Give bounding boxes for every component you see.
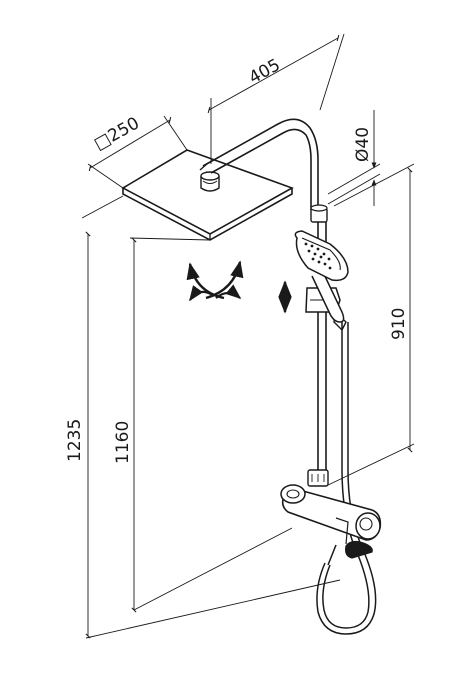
dimension-arm-length: 405 [207, 33, 345, 164]
hand-shower [294, 230, 349, 323]
dim-total-height-label: 1235 [65, 419, 85, 462]
dim-head-size-label: □250 [91, 113, 143, 154]
dim-lower-height-label: 1160 [113, 421, 133, 464]
dimension-pipe-diameter: Ø40 [327, 110, 381, 206]
dim-pipe-diameter-label: Ø40 [353, 127, 373, 162]
dimension-rail-height: 910 [325, 163, 415, 487]
spray-nozzles [304, 242, 332, 270]
dimension-total-height: 1235 [65, 195, 341, 639]
dim-arm-length-label: 405 [246, 55, 284, 88]
shower-arm [199, 118, 319, 210]
dimension-lower-height: 1160 [113, 237, 293, 613]
dim-rail-height-label: 910 [389, 308, 409, 340]
mixer-body [280, 469, 382, 559]
rotate-arrows-icon [186, 260, 244, 302]
